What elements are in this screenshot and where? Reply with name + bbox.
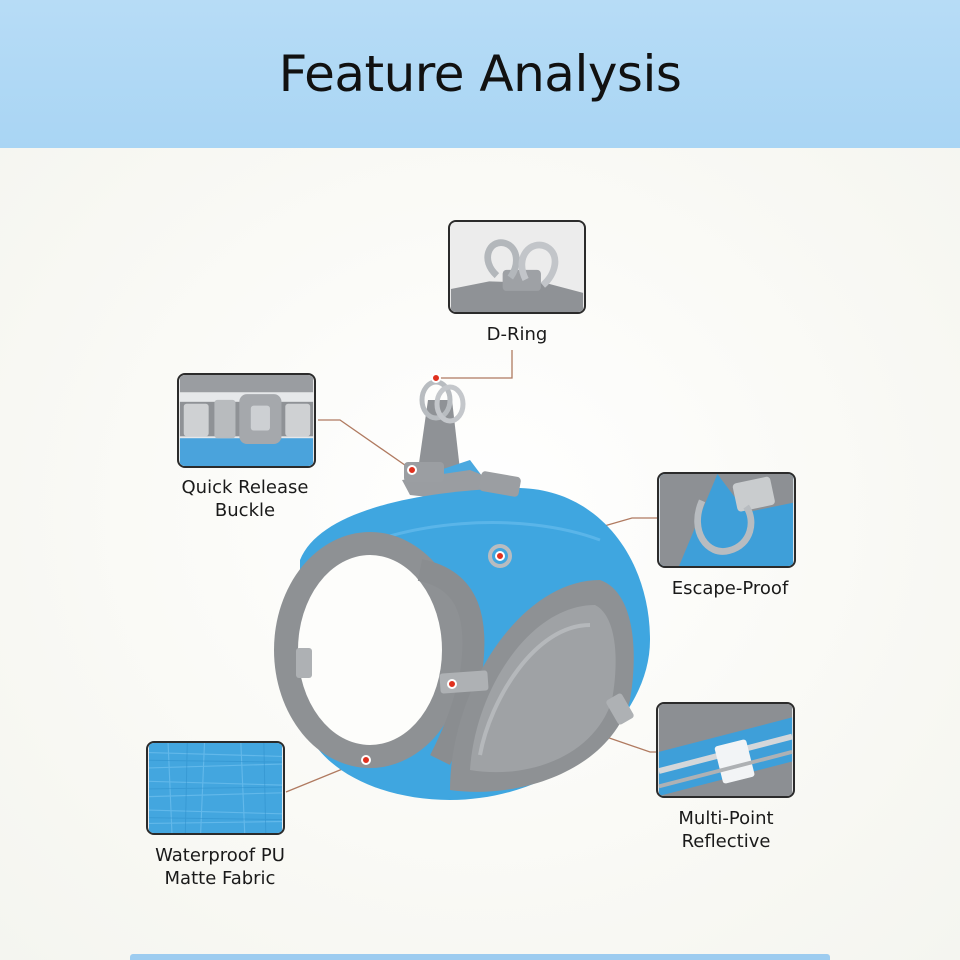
d-ring-label: D-Ring (486, 324, 548, 345)
page-title: Feature Analysis (278, 45, 682, 103)
quick-release-label: Quick Release Buckle (160, 476, 330, 522)
quick-release-label-line1: Quick Release (181, 477, 309, 498)
quick-release-label-line2: Buckle (214, 500, 276, 521)
bottom-accent-bar (130, 954, 830, 960)
fabric-label-line1: Waterproof PU (155, 845, 285, 866)
fabric-detail-image (148, 743, 283, 833)
d-ring-thumbnail (448, 220, 586, 314)
buckle-detail-image (179, 375, 314, 466)
reflective-label: Multi-Point Reflective (646, 807, 806, 853)
fabric-label-line2: Matte Fabric (164, 868, 276, 889)
fabric-label: Waterproof PU Matte Fabric (130, 844, 310, 890)
reflective-detail-image (658, 704, 793, 796)
reflective-label-line2: Reflective (681, 831, 771, 852)
quick-release-thumbnail (177, 373, 316, 468)
d-ring-detail-image (450, 222, 584, 312)
reflective-thumbnail (656, 702, 795, 798)
reflective-label-line1: Multi-Point (678, 808, 774, 829)
escape-proof-label: Escape-Proof (671, 578, 789, 599)
fabric-thumbnail (146, 741, 285, 835)
escape-proof-thumbnail (657, 472, 796, 568)
header-banner: Feature Analysis (0, 0, 960, 148)
escape-proof-detail-image (659, 474, 794, 566)
